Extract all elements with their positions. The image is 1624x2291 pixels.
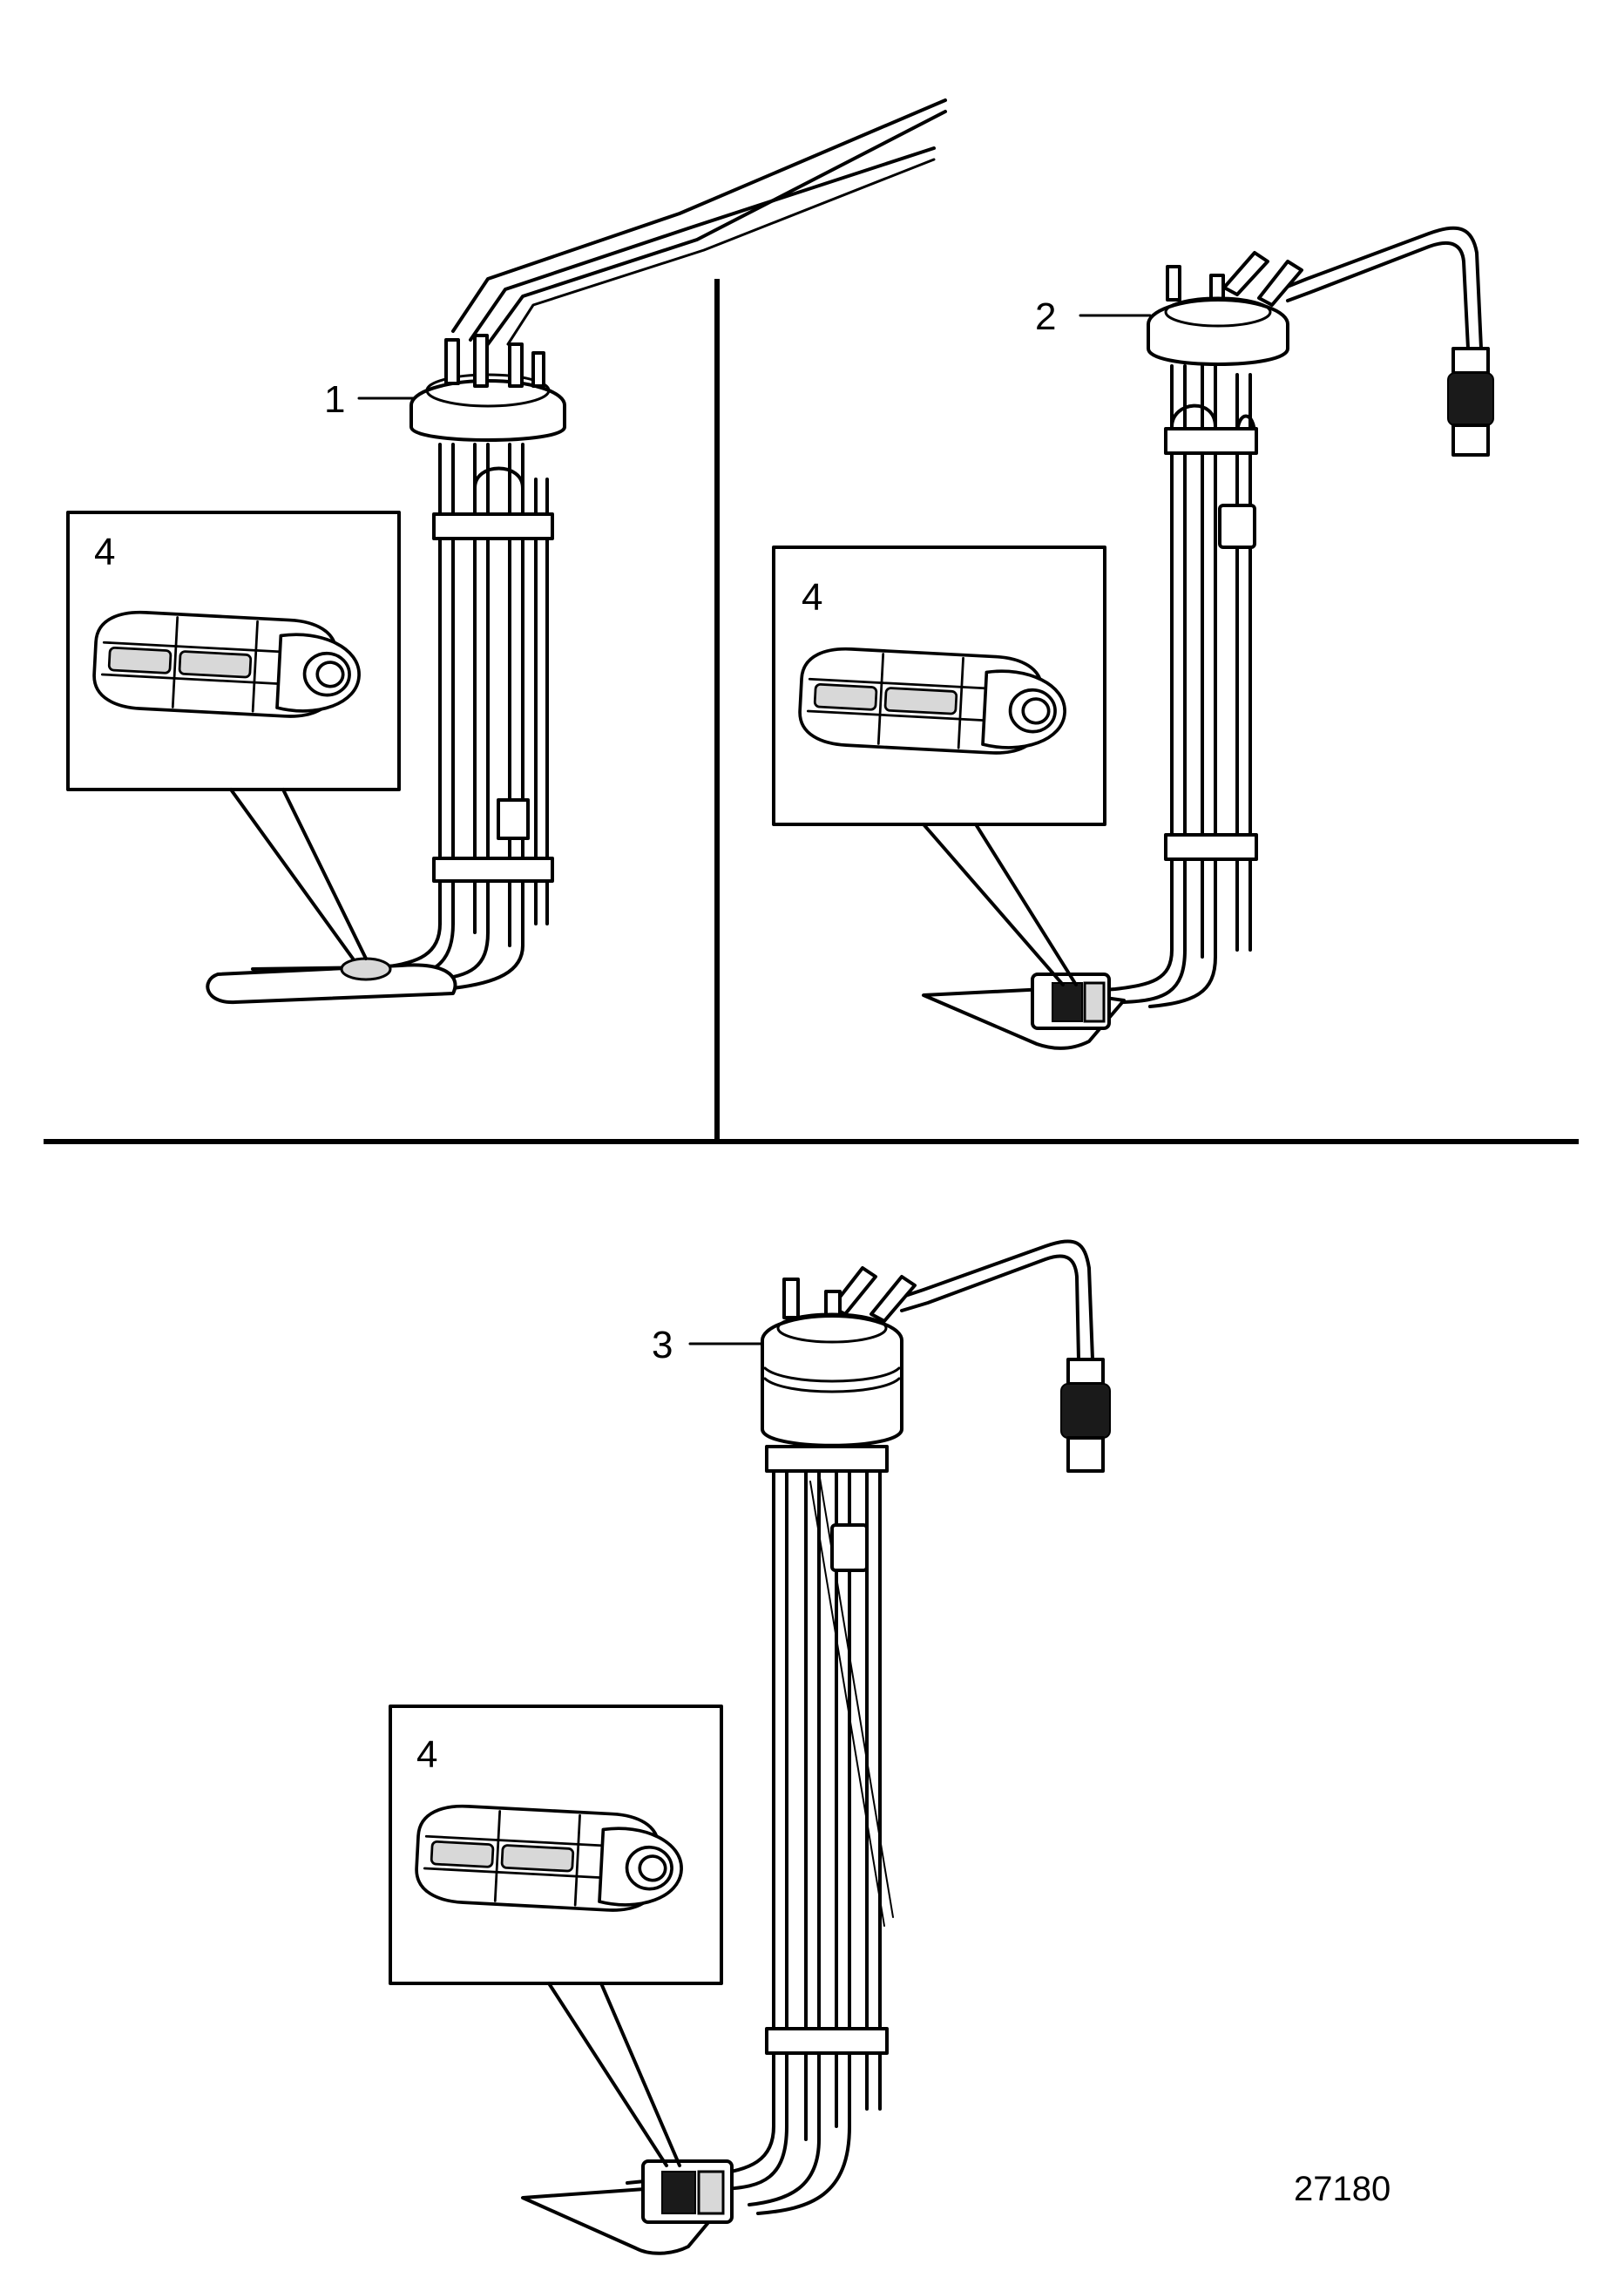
sender-unit-2 [922,226,1494,1050]
detail-1-label: 4 [94,531,115,573]
detail-3-label: 4 [416,1733,437,1776]
callout-1-label: 1 [324,378,345,421]
detail-4-variant-3: 4 [389,1705,723,2167]
callout-3: 3 [652,1324,764,1366]
callout-2: 2 [1035,295,1152,338]
sender-unit-1 [206,98,947,1005]
callout-1: 1 [324,378,416,421]
callout-2-label: 2 [1035,295,1056,338]
drawing-number: 27180 [1294,2170,1391,2208]
sender-unit-3 [521,1239,1111,2255]
detail-4-variant-1: 4 [66,511,401,960]
callout-3-label: 3 [652,1324,673,1366]
detail-4-variant-2: 4 [772,546,1106,986]
detail-2-label: 4 [802,576,822,619]
